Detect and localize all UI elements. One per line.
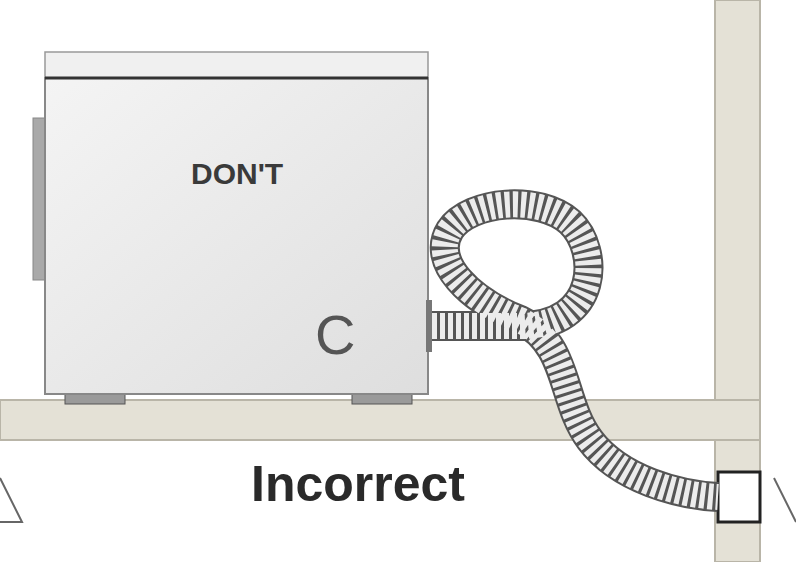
warning-text: DON'T bbox=[191, 157, 283, 191]
floor-joint bbox=[716, 401, 759, 439]
duct-ribs bbox=[432, 204, 718, 497]
triangle-mark bbox=[0, 478, 22, 522]
outlet-collar bbox=[426, 300, 432, 352]
dryer-box: DON'T C bbox=[45, 52, 428, 394]
floor bbox=[0, 400, 760, 440]
triangle-mark bbox=[774, 478, 796, 522]
control-panel bbox=[45, 52, 428, 78]
panel-line bbox=[45, 77, 428, 80]
wall bbox=[715, 0, 760, 562]
outlet-letter: C bbox=[315, 302, 355, 367]
dryer-body bbox=[45, 78, 428, 394]
wall-vent bbox=[718, 472, 760, 522]
status-label: Incorrect bbox=[251, 455, 465, 513]
vent-duct bbox=[432, 204, 718, 497]
